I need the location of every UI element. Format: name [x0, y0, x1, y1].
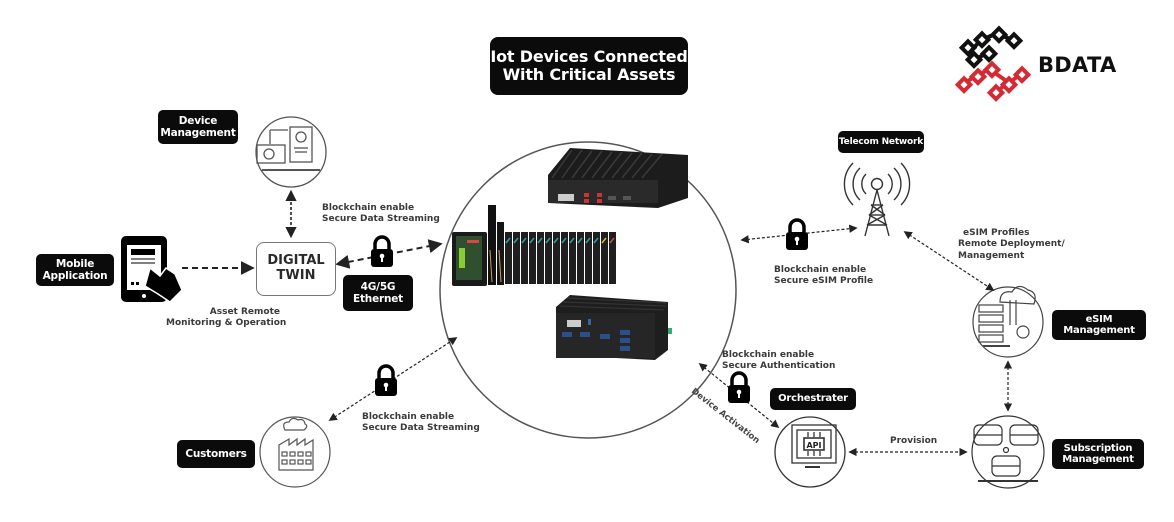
- subscription-management-label: Subscription Management: [1052, 439, 1144, 469]
- caption-esim-deployment: eSIM Profiles Remote Deployment/ Managem…: [958, 228, 1065, 262]
- caption-line: Management: [958, 250, 1025, 261]
- caption-line: Secure Data Streaming: [322, 214, 440, 225]
- orchestrator-label: Orchestrater: [770, 388, 856, 410]
- iot-devices-circle: [439, 141, 737, 439]
- caption-authentication: Blockchain enable Secure Authentication: [722, 350, 835, 373]
- fanless-pc-top: [548, 148, 688, 208]
- caption-twin-streaming: Blockchain enable Secure Data Streaming: [322, 203, 440, 226]
- caption-line: Secure Authentication: [722, 361, 836, 372]
- fanless-pc-bottom: [556, 295, 672, 360]
- label-line: Telecom Network: [838, 136, 924, 147]
- caption-line: Remote Deployment/: [958, 239, 1065, 250]
- api-monitor-icon: [774, 416, 846, 488]
- device-management-label: Device Management: [158, 110, 238, 144]
- label-line: Subscription: [1063, 442, 1133, 454]
- diagram-title: Iot Devices Connected With Critical Asse…: [490, 37, 688, 95]
- label-line: Ethernet: [353, 293, 403, 305]
- caption-line: Blockchain enable: [774, 265, 867, 275]
- customers-label: Customers: [177, 440, 255, 468]
- caption-line: Provision: [890, 436, 938, 446]
- connector-telecom-esim: [903, 231, 995, 291]
- caption-line: Asset Remote: [209, 307, 280, 317]
- caption-line: Blockchain enable: [722, 350, 815, 360]
- database-cluster-icon: [971, 415, 1045, 489]
- lock-icon-twin: [369, 235, 395, 269]
- label-line: Management: [1063, 325, 1135, 336]
- caption-asset-remote: Asset Remote Monitoring & Operation: [166, 307, 287, 330]
- label-line: Mobile: [55, 257, 95, 270]
- tablet-touch-icon: [121, 236, 183, 303]
- label-line: Management: [1062, 454, 1134, 465]
- caption-line: Secure eSIM Profile: [774, 276, 874, 287]
- label-line: 4G/5G: [360, 280, 396, 293]
- iot-hardware-icon: [452, 148, 688, 360]
- mobile-application-label: Mobile Application: [36, 254, 114, 286]
- caption-line: Monitoring & Operation: [166, 318, 287, 329]
- label-line: eSIM: [1085, 313, 1113, 325]
- digital-twin-node: DIGITAL TWIN: [256, 242, 336, 296]
- lock-icon-telecom: [784, 218, 810, 252]
- connection-badge: 4G/5G Ethernet: [343, 275, 413, 311]
- factory-icon: [259, 416, 331, 488]
- label-line: Application: [42, 270, 108, 282]
- esim-management-label: eSIM Management: [1052, 310, 1146, 340]
- title-line-2: With Critical Assets: [502, 65, 676, 84]
- telecom-network-label: Telecom Network: [838, 131, 924, 153]
- lock-icon-customers: [373, 364, 399, 398]
- caption-line: Secure Data Streaming: [362, 423, 480, 434]
- caption-customer-streaming: Blockchain enable Secure Data Streaming: [362, 412, 480, 435]
- caption-provision: Provision: [890, 436, 937, 447]
- device-activation-label: Device Activation: [689, 386, 761, 445]
- modular-controller: [452, 205, 616, 286]
- label-line: Device: [178, 114, 218, 127]
- api-icon-label: API: [806, 441, 821, 450]
- dashboard-icon: [255, 116, 327, 188]
- bdata-logo-icon: [954, 25, 1032, 102]
- caption-esim-profile: Blockchain enable Secure eSIM Profile: [774, 265, 873, 288]
- brand-name: BDATA: [1038, 53, 1117, 77]
- label-line: Management: [160, 127, 236, 139]
- label-line: DIGITAL: [267, 253, 325, 269]
- caption-line: Blockchain enable: [362, 412, 455, 422]
- title-line-1: Iot Devices Connected: [490, 46, 688, 66]
- server-cloud-gear-icon: [972, 285, 1044, 358]
- label-line: Orchestrater: [778, 393, 848, 405]
- label-line: Customers: [185, 447, 247, 460]
- caption-line: Blockchain enable: [322, 203, 415, 213]
- label-line: TWIN: [276, 268, 316, 283]
- cell-tower-icon: [843, 162, 911, 237]
- lock-icon-orchestrator: [726, 371, 752, 405]
- caption-line: eSIM Profiles: [963, 228, 1030, 238]
